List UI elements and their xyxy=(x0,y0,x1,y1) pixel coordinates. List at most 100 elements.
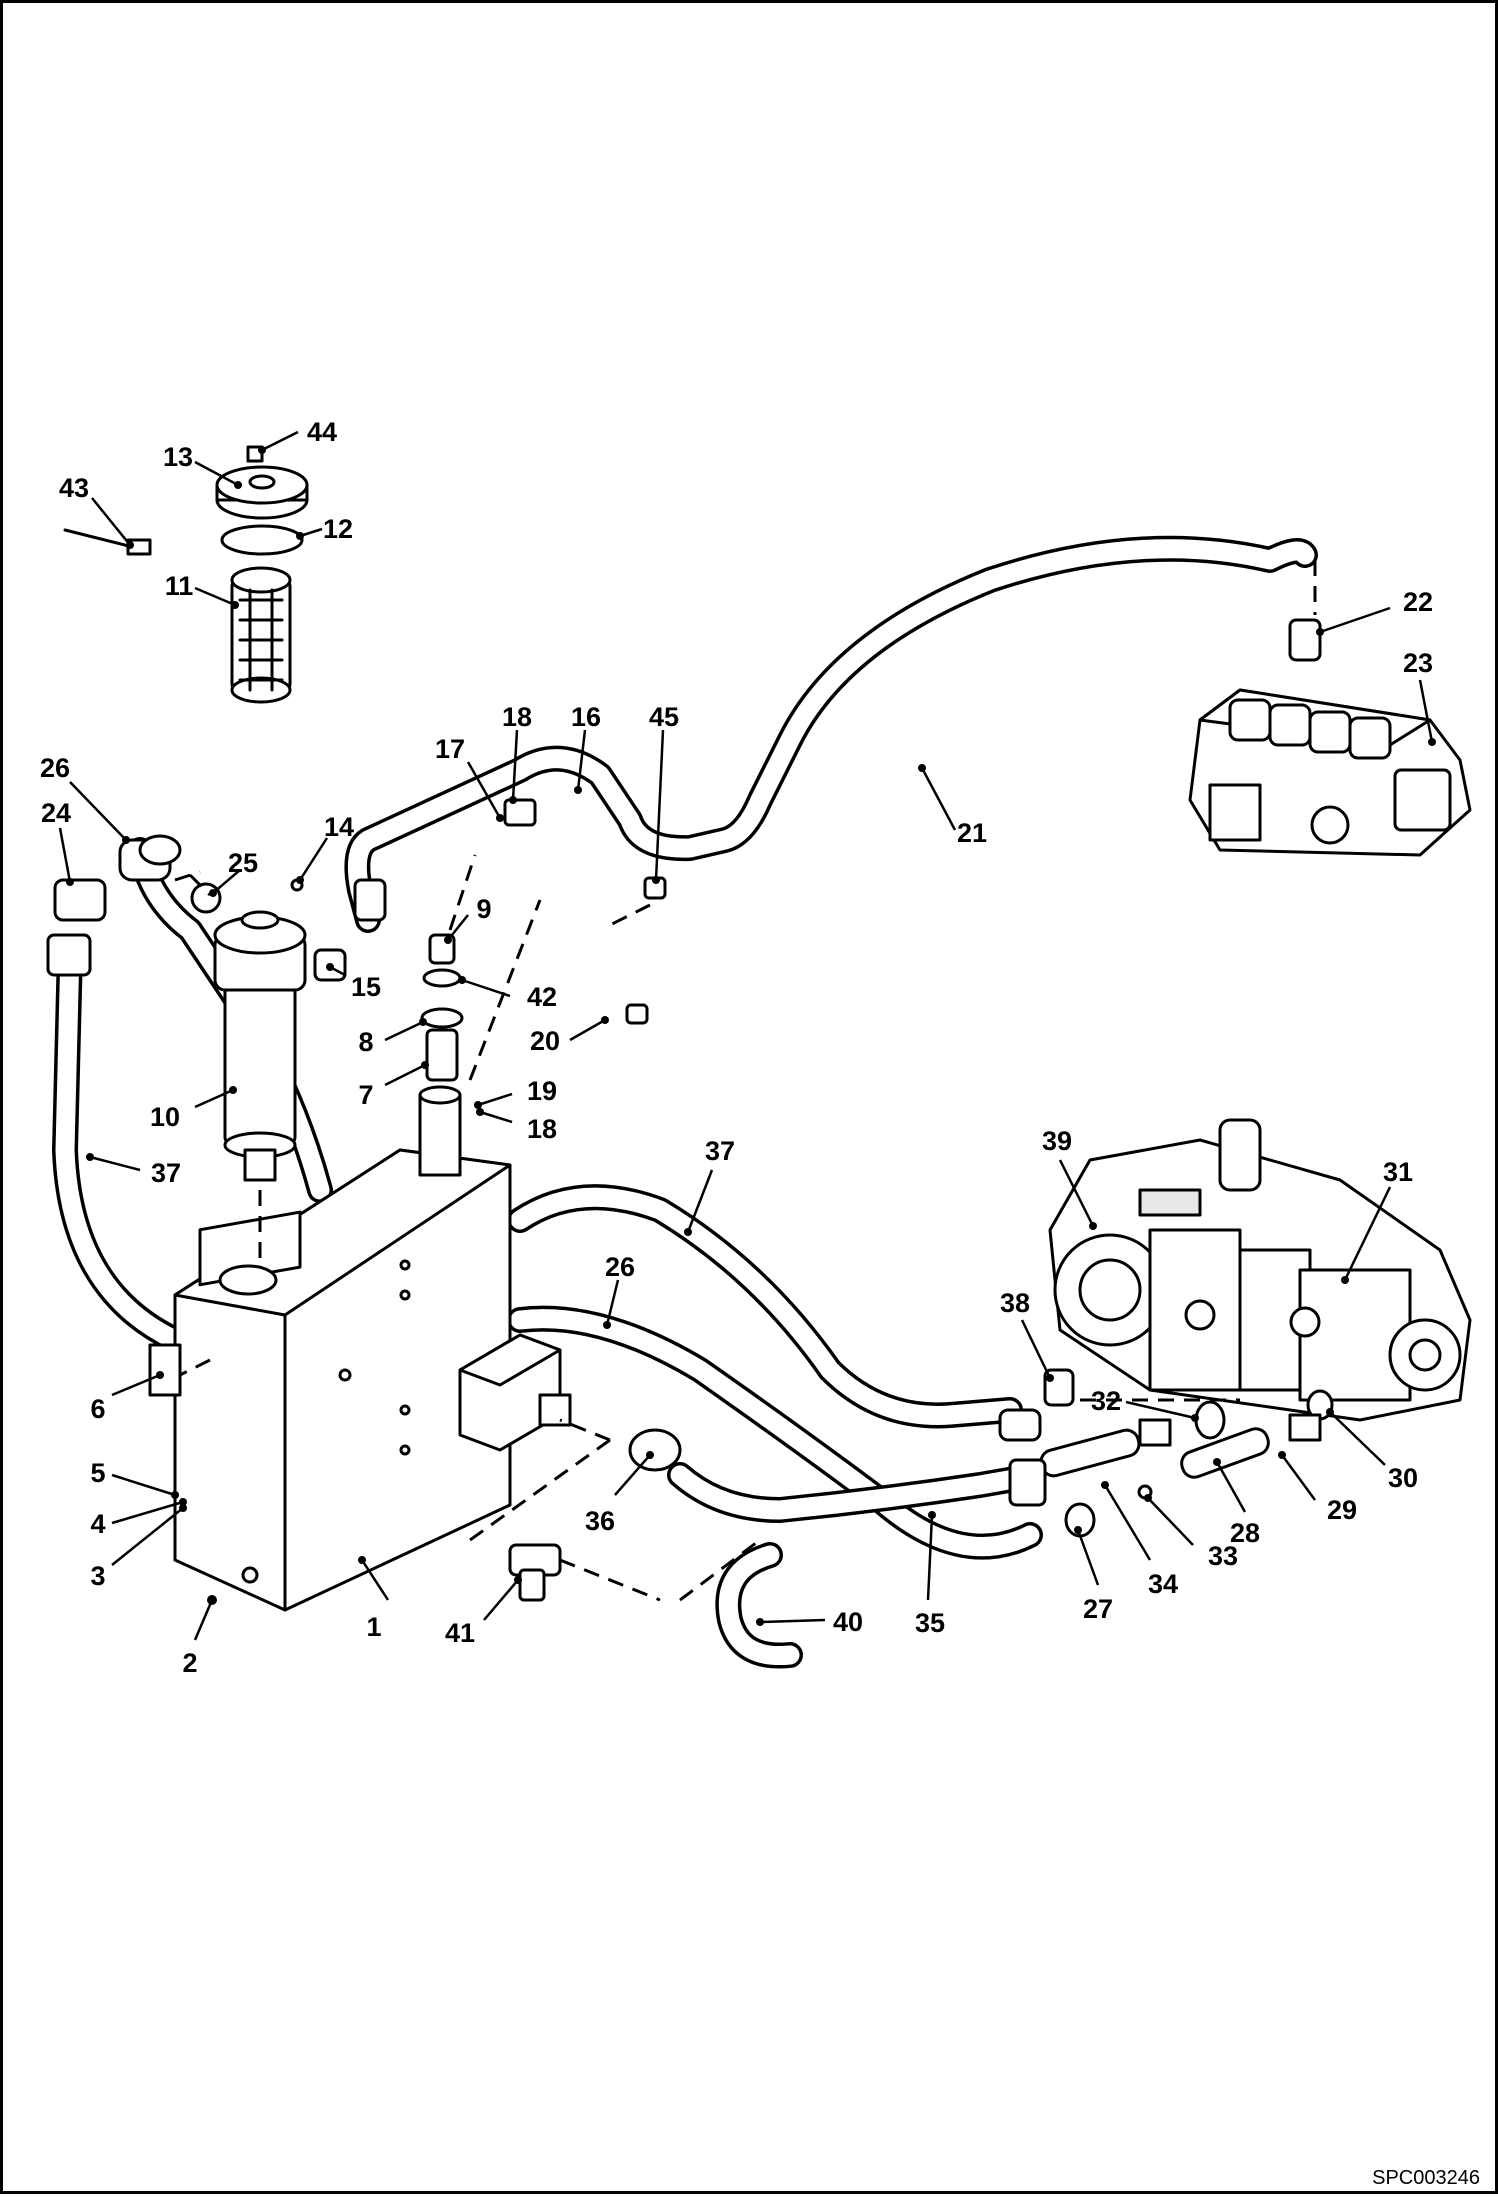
callout-33-label: 33 xyxy=(1208,1541,1238,1571)
control-valve xyxy=(1188,688,1472,857)
callout-2: 2 xyxy=(182,1595,217,1678)
callout-43-label: 43 xyxy=(59,473,89,503)
callout-27-label: 27 xyxy=(1083,1594,1113,1624)
hose-40 xyxy=(715,1542,803,1669)
callout-39: 39 xyxy=(1042,1126,1097,1230)
callout-31: 31 xyxy=(1341,1157,1413,1284)
callout-44: 44 xyxy=(258,417,337,454)
callout-28-label: 28 xyxy=(1230,1518,1260,1548)
callout-23-label: 23 xyxy=(1403,648,1433,678)
callout-27: 27 xyxy=(1074,1526,1113,1624)
callout-38: 38 xyxy=(1000,1288,1054,1382)
callout-35-label: 35 xyxy=(915,1608,945,1638)
strainer-element xyxy=(230,566,292,704)
elbow-fitting-24 xyxy=(46,878,107,977)
callout-8-label: 8 xyxy=(358,1027,373,1057)
callout-26-upper: 26 xyxy=(40,753,130,844)
callout-28: 28 xyxy=(1213,1458,1260,1548)
callout-14-label: 14 xyxy=(324,812,354,842)
callout-25: 25 xyxy=(209,848,258,897)
hose-37-right xyxy=(507,1184,1023,1429)
callout-13: 13 xyxy=(163,442,242,489)
washer-42 xyxy=(422,968,462,988)
callout-20: 20 xyxy=(530,1016,609,1056)
callout-7-label: 7 xyxy=(358,1080,373,1110)
callout-11: 11 xyxy=(165,571,239,609)
callout-42: 42 xyxy=(458,976,557,1012)
flange-32 xyxy=(1138,1418,1172,1447)
callout-35: 35 xyxy=(915,1511,945,1638)
callout-6-label: 6 xyxy=(90,1394,105,1424)
o-ring xyxy=(220,524,304,556)
callout-5-label: 5 xyxy=(90,1458,105,1488)
callout-7: 7 xyxy=(358,1061,429,1110)
tee-fitting xyxy=(508,1543,562,1602)
callout-10: 10 xyxy=(150,1086,237,1132)
return-filter xyxy=(213,910,307,1182)
callout-40-label: 40 xyxy=(833,1607,863,1637)
callout-1-label: 1 xyxy=(366,1612,381,1642)
washer-8 xyxy=(420,1007,464,1029)
callout-19-label: 19 xyxy=(527,1076,557,1106)
callout-40: 40 xyxy=(756,1607,863,1637)
hose-21 xyxy=(344,535,1318,933)
callout-29-label: 29 xyxy=(1327,1495,1357,1525)
callout-9-label: 9 xyxy=(476,894,491,924)
callout-22-label: 22 xyxy=(1403,587,1433,617)
adapter-22 xyxy=(1288,618,1322,662)
callout-32: 32 xyxy=(1091,1386,1199,1422)
hose-fitting-16 xyxy=(353,878,387,922)
callout-5: 5 xyxy=(90,1458,179,1499)
callout-2-label: 2 xyxy=(182,1648,197,1678)
callout-42-label: 42 xyxy=(527,982,557,1012)
callout-37-left-label: 37 xyxy=(151,1158,181,1188)
callout-18-upper-label: 18 xyxy=(502,702,532,732)
callout-41-label: 41 xyxy=(445,1618,475,1648)
callout-39-label: 39 xyxy=(1042,1126,1072,1156)
callout-17: 17 xyxy=(435,734,504,822)
fitting-near-38 xyxy=(998,1408,1042,1442)
elbow-fitting-26 xyxy=(118,834,182,882)
callout-25-label: 25 xyxy=(228,848,258,878)
callout-24-label: 24 xyxy=(41,798,71,828)
callout-13-label: 13 xyxy=(163,442,193,472)
callout-17-label: 17 xyxy=(435,734,465,764)
callout-45: 45 xyxy=(649,702,679,884)
hose-35 xyxy=(667,1462,1033,1523)
cooler-block xyxy=(458,1333,572,1452)
spacer-7 xyxy=(425,1028,459,1082)
hose-clamp-36 xyxy=(628,1428,682,1472)
callout-21: 21 xyxy=(918,764,987,848)
hydraulic-pump xyxy=(1048,1118,1472,1422)
callout-41: 41 xyxy=(445,1576,522,1648)
callout-33: 33 xyxy=(1144,1494,1238,1571)
callout-22: 22 xyxy=(1316,587,1433,636)
callout-32-label: 32 xyxy=(1091,1386,1121,1416)
hydraulic-tank xyxy=(148,1085,512,1612)
callout-23: 23 xyxy=(1403,648,1436,746)
callout-38-label: 38 xyxy=(1000,1288,1030,1318)
tube-28 xyxy=(1180,1427,1270,1479)
callout-12: 12 xyxy=(296,514,353,544)
callout-15-label: 15 xyxy=(351,972,381,1002)
callout-37-right-label: 37 xyxy=(705,1136,735,1166)
callout-36-label: 36 xyxy=(585,1506,615,1536)
callout-30-label: 30 xyxy=(1388,1463,1418,1493)
callout-8: 8 xyxy=(358,1018,427,1057)
callout-15: 15 xyxy=(326,963,381,1002)
o-ring-32 xyxy=(1194,1400,1226,1440)
callout-19: 19 xyxy=(474,1076,557,1109)
callout-26-upper-label: 26 xyxy=(40,753,70,783)
hose-clamp xyxy=(1008,1458,1047,1507)
callout-37-right: 37 xyxy=(684,1136,735,1236)
callout-36: 36 xyxy=(585,1451,654,1536)
filler-cap xyxy=(215,465,309,520)
callout-20-label: 20 xyxy=(530,1026,560,1056)
callout-34-label: 34 xyxy=(1148,1569,1178,1599)
callout-18-lower: 18 xyxy=(476,1108,557,1144)
tube-34 xyxy=(1039,1428,1141,1478)
callout-16-label: 16 xyxy=(571,702,601,732)
